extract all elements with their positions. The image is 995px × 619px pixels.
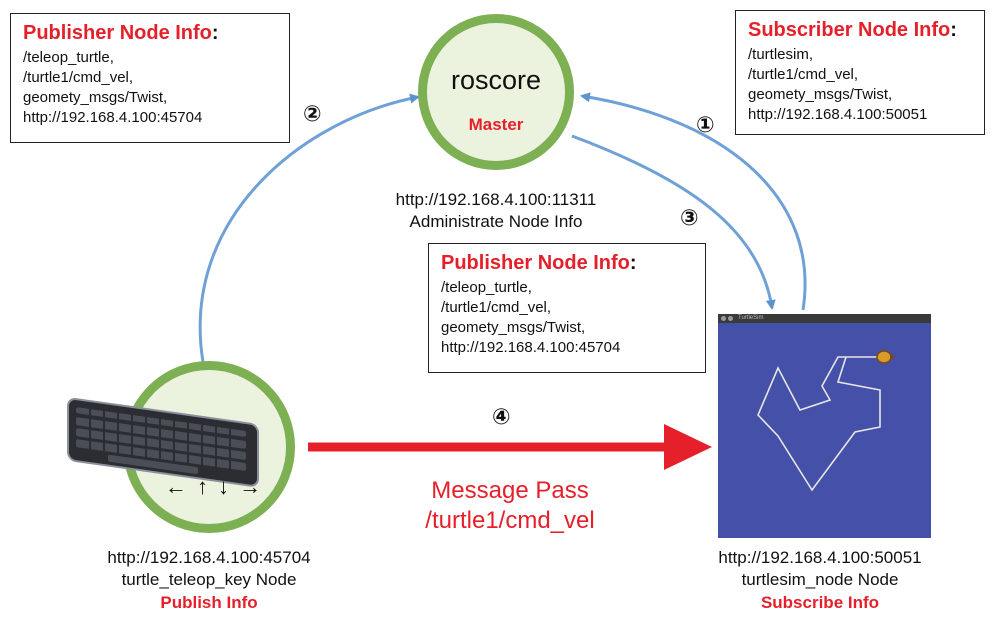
message-topic-label: /turtle1/cmd_vel [425,507,595,534]
subscriber-info-note: Subscriber Node Info: /turtlesim, /turtl… [735,10,985,135]
window-minimize-icon [728,316,733,321]
publisher-role: Publish Info [160,593,258,612]
note-line: http://192.168.4.100:45704 [23,109,203,126]
note-line: /turtle1/cmd_vel, [23,69,134,86]
note-line: geomety_msgs/Twist, [748,86,893,103]
subscriber-node-name: turtlesim_node Node [741,570,899,589]
step-2: ② [303,101,322,126]
note-line: geomety_msgs/Twist, [23,89,168,106]
step-1: ① [696,112,715,137]
publisher-info-note-mid: Publisher Node Info: /teleop_turtle, /tu… [428,243,706,373]
note-line: http://192.168.4.100:45704 [441,339,621,356]
message-pass-arrowhead [664,424,712,470]
subscriber-role: Subscribe Info [760,593,880,612]
publisher-node [123,361,295,533]
turtlesim-window [718,314,931,538]
note-line: /teleop_turtle, [23,49,114,66]
turtlesim-titlebar [718,314,931,323]
master-node: roscore Master [418,14,574,170]
note-line: /turtle1/cmd_vel, [441,299,552,316]
step-4: ④ [492,404,511,429]
subscriber-url: http://192.168.4.100:50051 [718,548,922,567]
register-subscriber-arrow [580,92,807,311]
step-3: ③ [680,205,699,230]
master-role: Master [468,115,524,134]
note-line: geomety_msgs/Twist, [441,319,586,336]
master-description: Administrate Node Info [409,212,583,231]
publisher-url: http://192.168.4.100:45704 [107,548,311,567]
arrow-keys-label: ← ↑ ↓ → [164,474,264,499]
note-line: /turtlesim, [748,46,814,63]
register-publisher-arrow [198,93,420,363]
note-line: /turtle1/cmd_vel, [748,66,859,83]
publisher-node-name: turtle_teleop_key Node [121,570,297,589]
master-url: http://192.168.4.100:11311 [395,190,597,209]
note-line: /teleop_turtle, [441,279,532,296]
note-line: http://192.168.4.100:50051 [748,106,928,123]
turtlesim-window-title: TurtleSim [738,315,764,321]
message-pass-label: Message Pass [431,477,589,504]
master-name: roscore [450,65,542,95]
window-close-icon [721,316,726,321]
note-title: Subscriber Node Info: [748,19,957,41]
note-title: Publisher Node Info: [441,252,637,274]
publisher-info-arrow [571,134,776,310]
note-title: Publisher Node Info: [23,22,219,44]
publisher-info-note-top: Publisher Node Info: /teleop_turtle, /tu… [10,13,290,143]
